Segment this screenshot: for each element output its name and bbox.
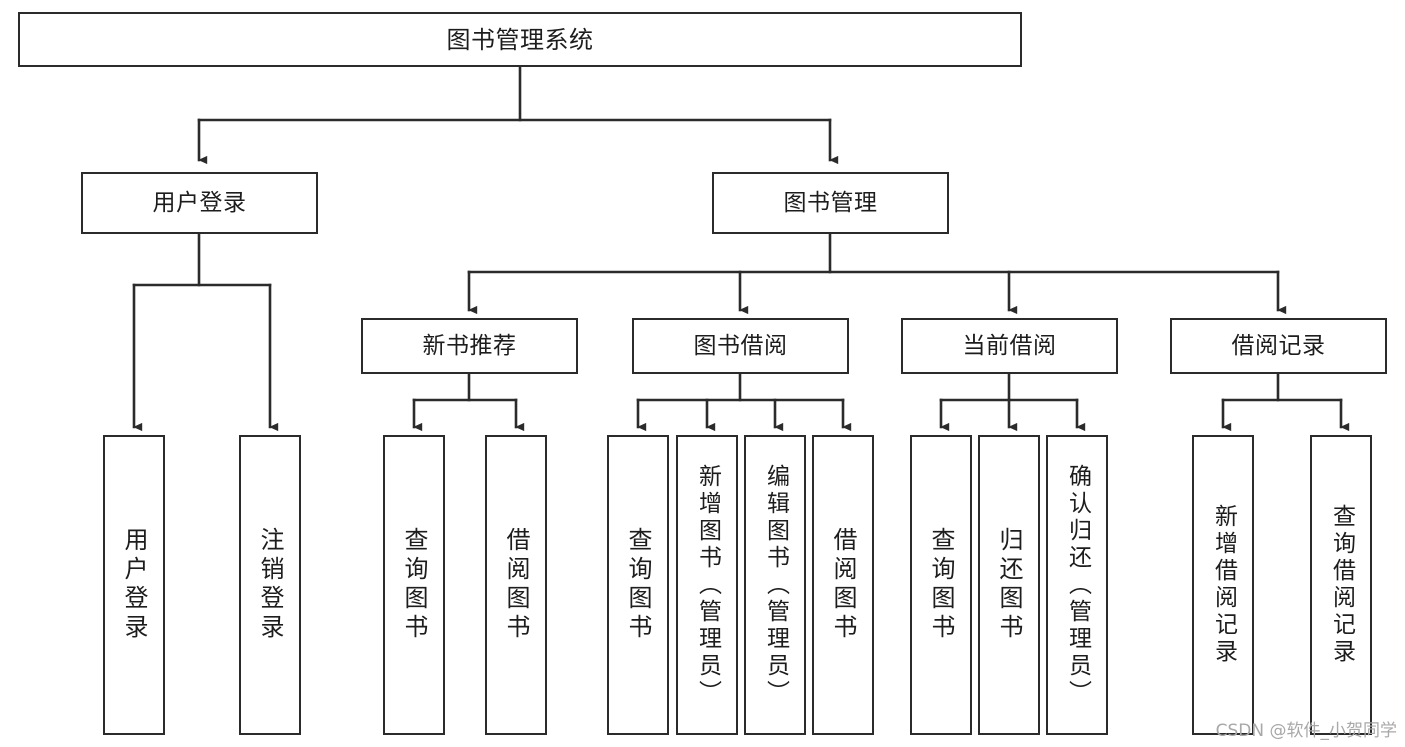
node-borrow-record[interactable]: 借阅记录: [1170, 318, 1387, 374]
node-user-login[interactable]: 用户登录: [81, 172, 318, 234]
node-book-borrow[interactable]: 图书借阅: [632, 318, 849, 374]
node-leaf-confirm-return[interactable]: 确认归还（管理员）: [1046, 435, 1108, 735]
node-label: 新增图书（管理员）: [694, 463, 721, 707]
node-leaf-query-borrow-record[interactable]: 查询借阅记录: [1310, 435, 1372, 735]
node-label: 查询借阅记录: [1328, 504, 1355, 666]
node-label: 用户登录: [152, 189, 247, 216]
node-label: 编辑图书（管理员）: [762, 463, 789, 707]
node-leaf-query-book-recommend[interactable]: 查询图书: [383, 435, 445, 735]
node-new-book-recommend[interactable]: 新书推荐: [361, 318, 578, 374]
node-label: 新增借阅记录: [1210, 504, 1237, 666]
node-leaf-borrow-book[interactable]: 借阅图书: [812, 435, 874, 735]
node-label: 注销登录: [256, 527, 284, 643]
node-label: 确认归还（管理员）: [1064, 463, 1091, 707]
node-leaf-borrow-book-recommend[interactable]: 借阅图书: [485, 435, 547, 735]
node-label: 新书推荐: [422, 332, 517, 359]
node-label: 图书管理系统: [446, 25, 594, 54]
node-leaf-logout-login[interactable]: 注销登录: [239, 435, 301, 735]
node-label: 用户登录: [120, 527, 148, 643]
node-label: 借阅记录: [1231, 332, 1326, 359]
node-current-borrow[interactable]: 当前借阅: [901, 318, 1118, 374]
node-label: 图书借阅: [693, 332, 788, 359]
node-leaf-edit-book[interactable]: 编辑图书（管理员）: [744, 435, 806, 735]
node-leaf-return-book[interactable]: 归还图书: [978, 435, 1040, 735]
node-leaf-query-book-current[interactable]: 查询图书: [910, 435, 972, 735]
node-label: 当前借阅: [962, 332, 1057, 359]
node-leaf-user-login[interactable]: 用户登录: [103, 435, 165, 735]
node-label: 查询图书: [400, 527, 428, 643]
node-label: 查询图书: [624, 527, 652, 643]
node-label: 借阅图书: [829, 527, 857, 643]
node-book-management[interactable]: 图书管理: [712, 172, 949, 234]
node-leaf-add-borrow-record[interactable]: 新增借阅记录: [1192, 435, 1254, 735]
node-leaf-query-book-borrow[interactable]: 查询图书: [607, 435, 669, 735]
node-book-management-system[interactable]: 图书管理系统: [18, 12, 1022, 67]
node-label: 借阅图书: [502, 527, 530, 643]
node-label: 查询图书: [927, 527, 955, 643]
node-label: 图书管理: [783, 189, 878, 216]
node-leaf-add-book[interactable]: 新增图书（管理员）: [676, 435, 738, 735]
node-label: 归还图书: [995, 527, 1023, 643]
